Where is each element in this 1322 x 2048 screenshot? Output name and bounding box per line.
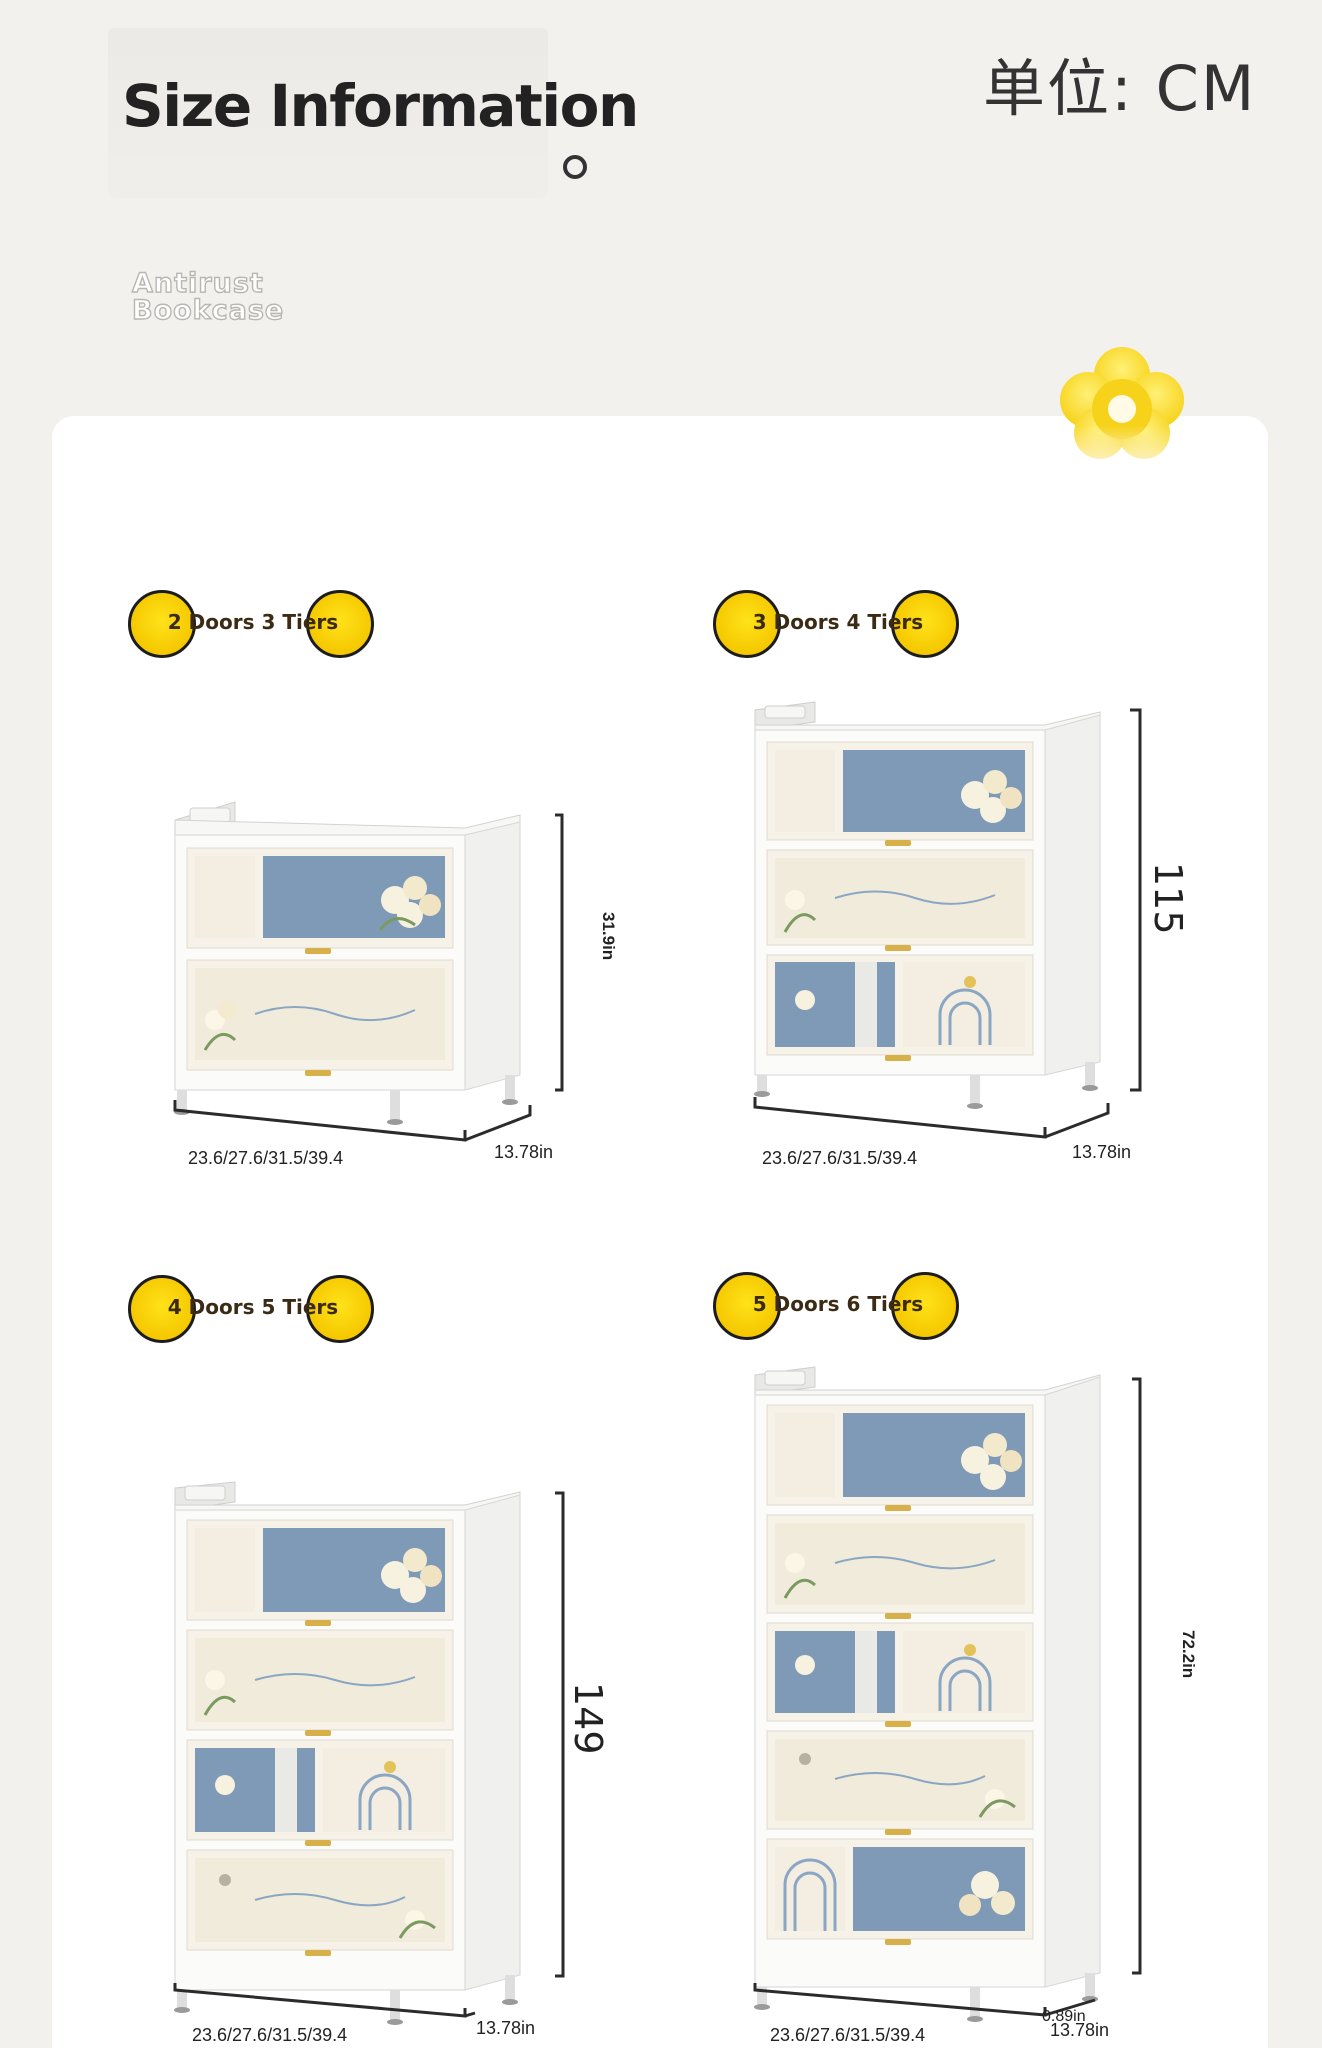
badge-4-doors: 4 Doors 5 Tiers — [128, 1275, 378, 1343]
dimension-lines-4-doors — [173, 1491, 565, 2018]
dimension-lines-5-doors — [753, 1377, 1142, 2017]
page-title: Size Information — [122, 72, 639, 140]
unit-label: 单位: CM — [983, 52, 1257, 125]
badge-5-doors: 5 Doors 6 Tiers — [713, 1272, 963, 1340]
depth-label-4-doors: 13.78in — [476, 2018, 536, 2038]
height-label-4-doors: 149 — [566, 1682, 610, 1755]
product-subtitle: Antirust Bookcase — [131, 268, 285, 326]
width-label-2-doors: 23.6/27.6/31.5/39.4 — [188, 1148, 344, 1168]
cabinet-2-doors — [174, 801, 521, 1125]
dimension-lines-2-doors — [173, 813, 564, 1142]
height-label-2-doors: 31.9in — [599, 912, 618, 961]
title-backdrop — [108, 28, 548, 198]
depth-label-5-doors: 13.78in — [1050, 2020, 1110, 2040]
dimension-lines-3-doors — [753, 708, 1142, 1139]
badge-3-doors: 3 Doors 4 Tiers — [713, 590, 963, 658]
cabinet-3-doors — [754, 701, 1101, 1109]
depth-label-3-doors: 13.78in — [1072, 1142, 1132, 1162]
cabinet-5-doors — [754, 1366, 1101, 2022]
depth-label-2-doors: 13.78in — [494, 1142, 554, 1162]
flower-icon — [1050, 347, 1195, 470]
badge-2-doors: 2 Doors 3 Tiers — [128, 590, 378, 658]
title-dot-icon — [563, 155, 587, 179]
extra-label-5-doors: 0.89in — [1042, 2008, 1086, 2025]
cabinet-4-doors — [174, 1481, 521, 2025]
width-label-4-doors: 23.6/27.6/31.5/39.4 — [192, 2025, 348, 2045]
width-label-5-doors: 23.6/27.6/31.5/39.4 — [770, 2025, 926, 2045]
width-label-3-doors: 23.6/27.6/31.5/39.4 — [762, 1148, 918, 1168]
height-label-3-doors: 115 — [1146, 862, 1190, 935]
height-label-5-doors: 72.2in — [1179, 1630, 1198, 1679]
